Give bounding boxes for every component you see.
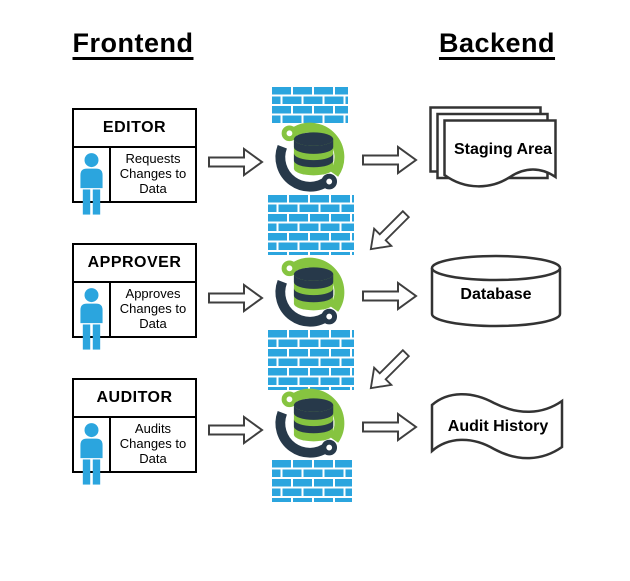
role-description: Audits Changes to Data xyxy=(119,421,187,466)
block-arrow-icon xyxy=(362,412,418,442)
staging-area-shape xyxy=(429,106,557,188)
person-icon xyxy=(77,152,106,215)
role-body: Approves Changes to Data xyxy=(74,283,195,336)
role-title: APPROVER xyxy=(74,245,195,283)
role-body: Requests Changes to Data xyxy=(74,148,195,201)
frontend-heading: Frontend xyxy=(72,28,194,58)
block-arrow-icon xyxy=(208,147,264,177)
audit-history-shape xyxy=(430,393,564,460)
block-arrow-icon xyxy=(208,415,264,445)
role-description: Requests Changes to Data xyxy=(119,151,187,196)
role-card-editor: EDITOR Requests Changes to Data xyxy=(72,108,197,203)
role-title: EDITOR xyxy=(74,110,195,148)
database-sync-icon xyxy=(265,115,355,199)
block-arrow-icon xyxy=(362,145,418,175)
diagonal-block-arrow-icon xyxy=(358,202,419,263)
person-icon xyxy=(77,287,106,350)
audit-history-label: Audit History xyxy=(447,418,549,435)
backend-heading: Backend xyxy=(438,28,556,58)
database-label: Database xyxy=(460,286,532,303)
database-shape xyxy=(430,254,562,328)
block-arrow-icon xyxy=(362,281,418,311)
diagonal-block-arrow-icon xyxy=(358,341,419,402)
firewall-brick-wall-icon xyxy=(272,460,352,502)
staging-area-label: Staging Area xyxy=(453,141,553,158)
person-cell xyxy=(74,148,111,201)
role-description: Approves Changes to Data xyxy=(119,286,187,331)
person-icon xyxy=(77,422,106,485)
person-cell xyxy=(74,418,111,471)
database-sync-icon xyxy=(265,381,355,465)
firewall-brick-wall-icon xyxy=(268,330,354,390)
block-arrow-icon xyxy=(208,283,264,313)
firewall-brick-wall-icon xyxy=(272,87,348,125)
role-card-auditor: AUDITOR Audits Changes to Data xyxy=(72,378,197,473)
role-title: AUDITOR xyxy=(74,380,195,418)
role-card-approver: APPROVER Approves Changes to Data xyxy=(72,243,197,338)
person-cell xyxy=(74,283,111,336)
role-body: Audits Changes to Data xyxy=(74,418,195,471)
database-sync-icon xyxy=(265,250,355,334)
firewall-brick-wall-icon xyxy=(268,195,354,255)
